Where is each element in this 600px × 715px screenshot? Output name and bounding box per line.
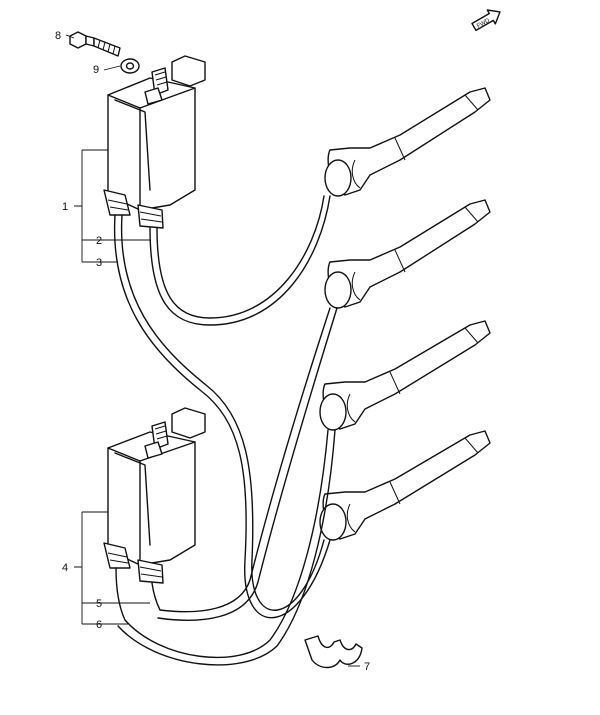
plug-cap-3	[319, 320, 491, 431]
callout-5: 5	[96, 598, 102, 610]
bolt-part	[69, 31, 121, 57]
callout-7: 7	[364, 661, 370, 673]
high-tension-cords	[113, 195, 338, 666]
washer-part	[120, 58, 140, 74]
callout-8: 8	[55, 30, 61, 42]
callout-6: 6	[96, 619, 102, 631]
callout-1: 1	[62, 201, 68, 213]
forward-arrow-icon: FWD	[471, 9, 501, 32]
callout-labels: 8 9 1 2 3 4 5 6 7	[55, 30, 370, 673]
plug-cap-2	[324, 199, 491, 309]
plug-cap-4	[319, 430, 491, 541]
callout-2: 2	[96, 235, 102, 247]
upper-ignition-coil	[103, 55, 206, 229]
cord-clamp-part	[304, 635, 363, 669]
callout-leaders	[65, 34, 360, 667]
callout-3: 3	[96, 257, 102, 269]
callout-9: 9	[93, 64, 99, 76]
lower-ignition-coil	[103, 407, 206, 584]
callout-4: 4	[62, 562, 68, 574]
plug-cap-1	[324, 87, 491, 197]
